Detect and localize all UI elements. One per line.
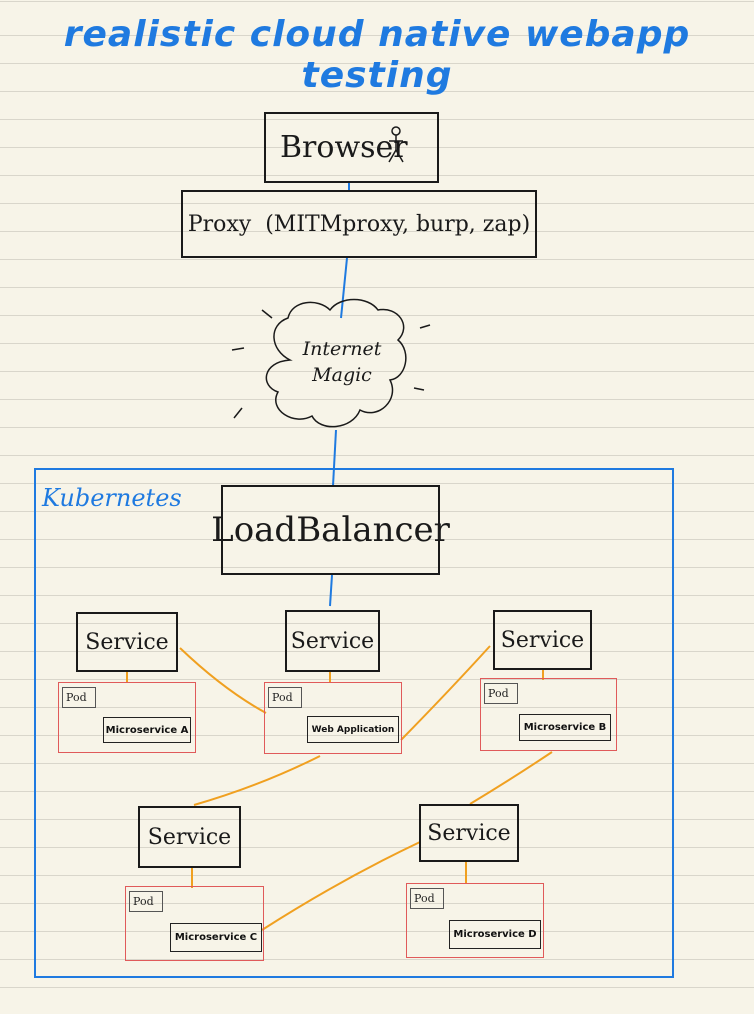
link-microservice-b-service-d [469,751,553,805]
cloud-spark [231,347,245,351]
cloud-spark [413,387,425,391]
microservice-d-label: Microservice D [449,920,541,949]
pod-label: Pod [268,687,302,708]
web-application-label: Web Application [307,716,399,743]
link-webapp-service-c [193,755,321,806]
cloud-spark [261,309,273,319]
pod-microservice-c: Pod Microservice C [125,886,264,961]
kubernetes-cluster [34,468,674,978]
pod-label: Pod [410,888,444,909]
pod-label: Pod [62,687,96,708]
link-proxy-internet [340,257,348,319]
microservice-b-label: Microservice B [519,714,611,741]
pod-microservice-d: Pod Microservice D [406,883,544,958]
link-webapp-service-b [400,645,491,741]
stick-figure-icon [388,126,404,163]
service-box-c: Service [138,806,241,868]
internet-line-1: Internet [302,338,382,360]
cloud-icon [265,298,407,428]
service-box-b: Service [493,610,592,670]
pod-label: Pod [484,683,518,704]
pod-microservice-b: Pod Microservice B [480,678,617,751]
load-balancer-box: LoadBalancer [211,485,450,575]
cloud-spark [419,324,431,329]
service-label: Service [147,824,232,850]
pod-label: Pod [129,891,163,912]
link-loadbalancer-webapp-service [329,574,333,607]
service-box-a: Service [76,612,178,672]
page-title: realistic cloud native webapp testing [63,14,691,96]
microservice-c-label: Microservice C [170,923,262,952]
service-box-d: Service [419,804,519,862]
internet-label: Internet Magic [292,336,392,388]
pod-web-application: Pod Web Application [264,682,402,754]
proxy-box: Proxy (MITMproxy, burp, zap) [181,190,537,258]
load-balancer-label: LoadBalancer [211,510,450,550]
kubernetes-label: Kubernetes [42,484,182,512]
link-microservice-c-service-d [261,841,421,931]
microservice-a-label: Microservice A [103,717,191,743]
proxy-label: Proxy (MITMproxy, burp, zap) [187,211,531,237]
service-label: Service [427,820,511,846]
link-internet-loadbalancer [332,429,337,487]
internet-line-2: Magic [312,364,372,386]
service-label: Service [85,629,169,655]
service-label: Service [290,628,375,654]
service-box-webapp: Service [285,610,380,672]
cloud-spark [233,407,243,419]
link-service-a-webapp [179,647,267,714]
browser-label: Browser [280,130,408,165]
pod-microservice-a: Pod Microservice A [58,682,196,753]
service-label: Service [500,627,585,653]
browser-box: Browser [264,112,439,183]
